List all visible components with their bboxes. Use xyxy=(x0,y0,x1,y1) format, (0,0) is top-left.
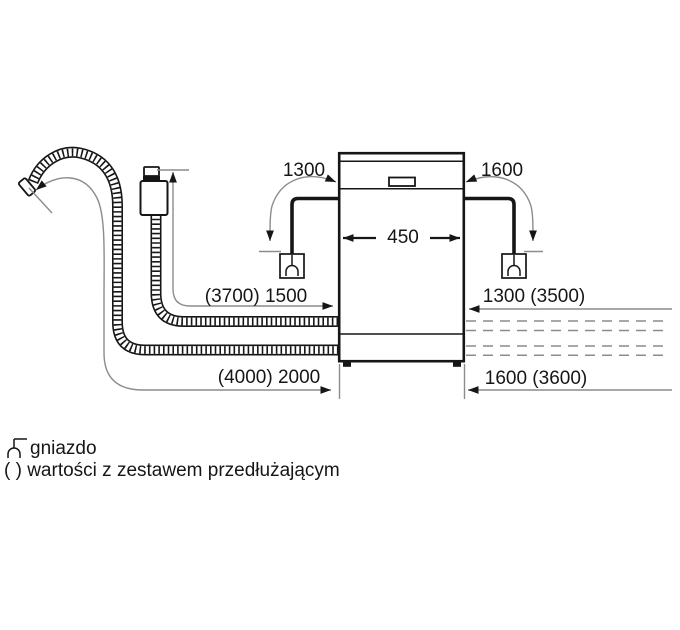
extension-hoses-dashed xyxy=(466,320,669,356)
label-drain-left: (4000) 2000 xyxy=(217,367,321,388)
dimension-cord-right xyxy=(465,174,543,253)
label-cord-right: 1600 xyxy=(480,160,524,181)
power-cord-right xyxy=(464,196,516,255)
extension-lines-bottom xyxy=(338,364,466,399)
socket-right xyxy=(501,253,527,279)
foot-right xyxy=(453,361,461,367)
dishwasher xyxy=(337,151,466,367)
power-cord-left xyxy=(290,196,339,255)
label-supply-right: 1300 (3500) xyxy=(482,286,586,307)
drain-hose-end-cap xyxy=(18,177,36,197)
socket-outlet-icon xyxy=(7,438,27,458)
aquastop-valve xyxy=(139,166,169,216)
label-drain-right: 1600 (3600) xyxy=(484,368,588,389)
control-panel-display xyxy=(388,176,416,187)
label-appliance-width: 450 xyxy=(376,228,430,248)
socket-outlet-icon xyxy=(285,255,299,276)
dimension-drain-left xyxy=(28,177,331,394)
foot-left xyxy=(343,361,351,367)
socket-left xyxy=(279,253,305,279)
label-cord-left: 1300 xyxy=(282,160,326,181)
dimension-cord-left xyxy=(259,174,337,253)
socket-outlet-icon xyxy=(507,255,521,276)
legend-extension-label: ( ) wartości z zestawem przedłużającym xyxy=(4,460,340,481)
legend-socket-label: gniazdo xyxy=(30,438,97,459)
label-supply-left: (3700) 1500 xyxy=(204,286,308,307)
